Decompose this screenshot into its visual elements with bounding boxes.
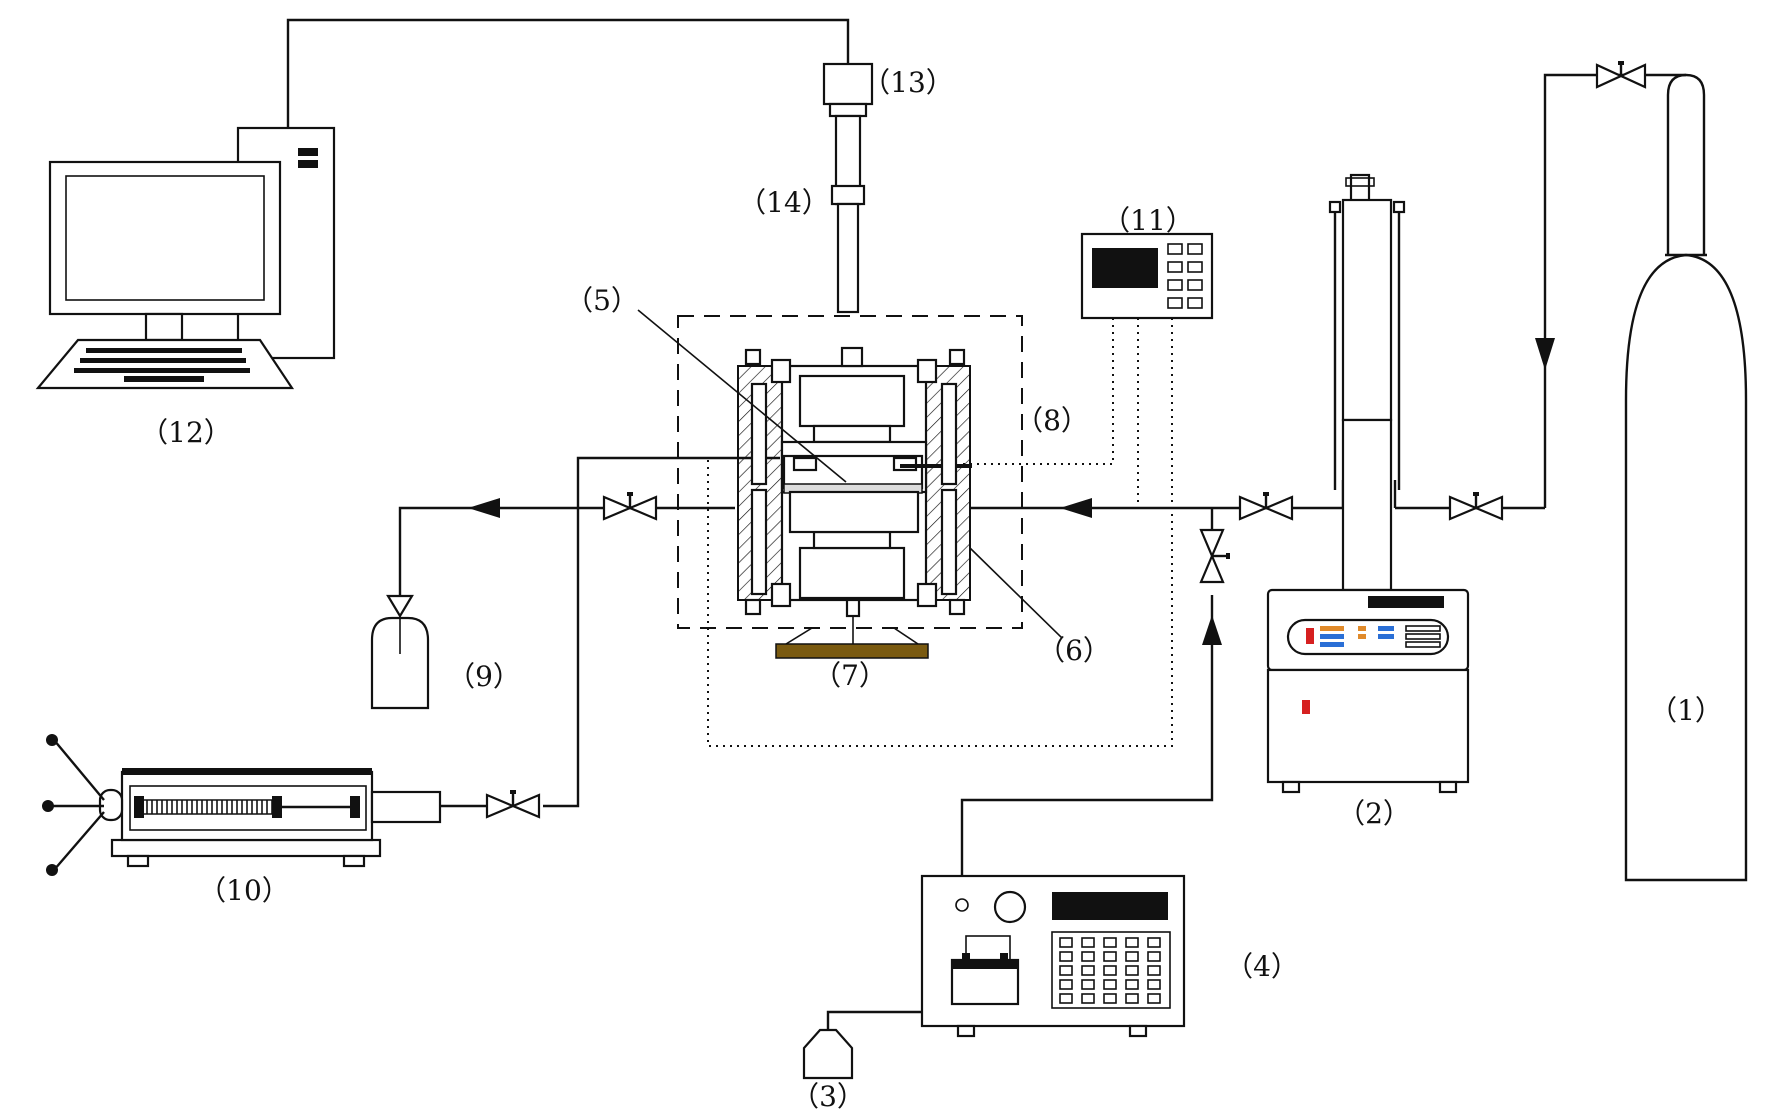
arrow-left-icon: [468, 498, 500, 518]
computer: [35, 126, 336, 390]
pump-4: [920, 874, 1186, 1038]
reservoir-bottle: [802, 1028, 854, 1080]
heating-plate: [775, 616, 929, 659]
valve-icon: [485, 790, 541, 819]
reactor-vessel: [737, 346, 972, 618]
label-13: （13）: [862, 66, 954, 99]
label-8: （8）: [1015, 404, 1089, 437]
valve-icon: [1448, 492, 1504, 521]
label-7: （7）: [813, 659, 887, 692]
component-labels: （1） （2） （3） （4） （5） （6） （7） （8） （9） （10）…: [140, 66, 1723, 1113]
displacement-sensor: [822, 62, 874, 314]
valve-icon: [1595, 61, 1647, 89]
gas-cylinder: [1624, 73, 1748, 882]
label-9: （9）: [447, 660, 521, 693]
collector-bottle: [370, 594, 430, 710]
label-1: （1）: [1649, 694, 1723, 727]
label-10: （10）: [198, 874, 290, 907]
valve-icon: [1238, 492, 1294, 521]
label-2: （2）: [1337, 797, 1411, 830]
label-11: （11）: [1102, 204, 1194, 237]
leader-line: [969, 547, 1063, 639]
label-4: （4）: [1225, 950, 1299, 983]
arrow-up-icon: [1202, 615, 1222, 645]
label-14: （14）: [738, 186, 830, 219]
valve-icon: [1199, 528, 1230, 584]
label-6: （6）: [1037, 634, 1111, 667]
pump-unit: [1266, 173, 1470, 794]
keyboard-icon: [74, 348, 250, 382]
valve-icon: [602, 492, 658, 521]
keypad-icon: [1051, 931, 1171, 1009]
arrow-down-icon: [1535, 338, 1555, 370]
syringe-pump: [42, 734, 442, 876]
controller-11: [1080, 232, 1214, 320]
label-12: （12）: [140, 416, 232, 449]
label-5: （5）: [565, 284, 639, 317]
signal-wires: [707, 318, 1173, 747]
label-3: （3）: [791, 1080, 865, 1113]
arrow-left-icon: [1060, 498, 1092, 518]
temperature-enclosure: [677, 315, 1023, 629]
valves: [485, 61, 1647, 819]
leader-line: [637, 309, 847, 483]
flow-arrows: [468, 338, 1555, 645]
